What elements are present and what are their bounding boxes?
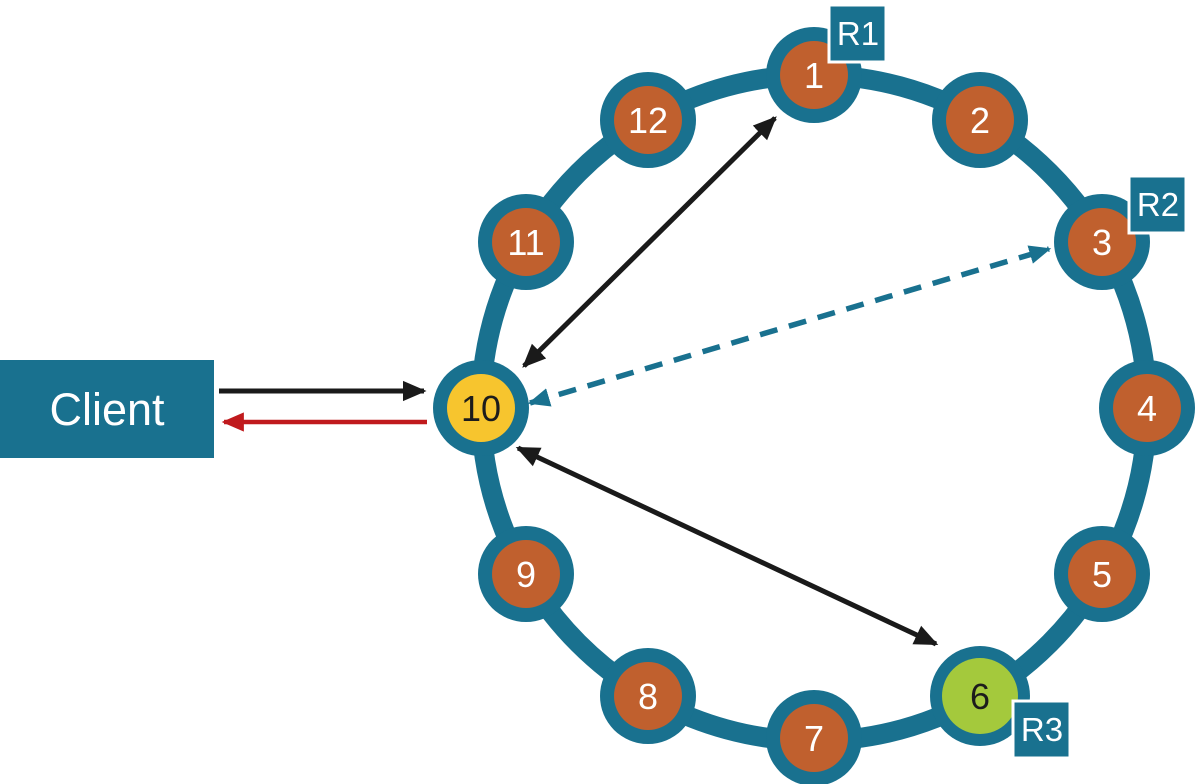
edge-node10-node6 [515, 445, 939, 647]
node-inner-circle [1068, 540, 1136, 608]
node-label: 6 [970, 676, 990, 717]
node-inner-circle [492, 540, 560, 608]
node-label: 9 [516, 554, 536, 595]
ring-node-7: 7 [766, 690, 862, 784]
replica-tag-r2: R2 [1127, 174, 1188, 235]
node-inner-circle [614, 86, 682, 154]
ring-circle [471, 65, 1157, 751]
node-inner-circle [614, 662, 682, 730]
replica-tags: R1 R2 R3 [827, 3, 1188, 760]
tag-rect [1011, 699, 1072, 760]
node-label: 4 [1137, 388, 1157, 429]
ring-node-9: 9 [478, 526, 574, 622]
replica-tag-r1: R1 [827, 3, 888, 64]
node-inner-circle [1113, 374, 1181, 442]
client-label: Client [49, 384, 165, 435]
edge-node10-node3-dashed [527, 245, 1052, 407]
node-inner-circle [447, 374, 515, 442]
tag-label: R1 [837, 15, 879, 52]
node-label: 8 [638, 676, 658, 717]
node-inner-circle [492, 208, 560, 276]
tag-label: R3 [1021, 711, 1063, 748]
node-label: 7 [804, 718, 824, 759]
ring-node-5: 5 [1054, 526, 1150, 622]
node-label: 5 [1092, 554, 1112, 595]
ring-node-2: 2 [932, 72, 1028, 168]
ring-node-11: 11 [478, 194, 574, 290]
node-inner-circle [942, 658, 1018, 734]
ring-node-12: 12 [600, 72, 696, 168]
client-rect [0, 360, 214, 458]
edges [219, 116, 1052, 647]
node-label: 10 [461, 388, 501, 429]
tag-rect [1127, 174, 1188, 235]
ring-node-8: 8 [600, 648, 696, 744]
node-inner-circle [946, 86, 1014, 154]
ring-node-6: 6 [930, 646, 1030, 746]
node-label: 2 [970, 100, 990, 141]
ring-node-10: 10 [433, 360, 529, 456]
tag-rect [827, 3, 888, 64]
tag-label: R2 [1137, 186, 1179, 223]
node-label: 11 [507, 222, 544, 263]
replica-tag-r3: R3 [1011, 699, 1072, 760]
ring-node-4: 4 [1099, 360, 1195, 456]
node-label: 12 [628, 100, 668, 141]
client-box: Client [0, 360, 214, 458]
node-inner-circle [1068, 208, 1136, 276]
ring-node-3: 3 [1054, 194, 1150, 290]
ring-nodes: 1 2 3 4 5 6 7 [433, 27, 1195, 784]
node-label: 3 [1092, 222, 1112, 263]
node-inner-circle [780, 704, 848, 772]
node-label: 1 [804, 55, 824, 96]
